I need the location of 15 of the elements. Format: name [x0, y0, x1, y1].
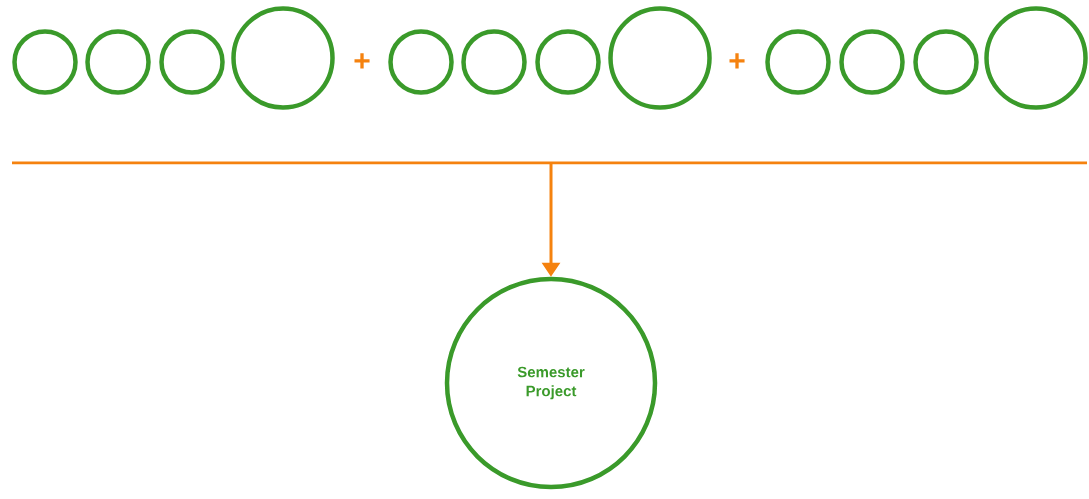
empty-circle [913, 29, 979, 95]
empty-circle [85, 29, 151, 95]
circle-node: Semester Project [444, 276, 658, 490]
empty-circle [608, 6, 712, 110]
empty-circle [12, 29, 78, 95]
empty-circle [388, 29, 454, 95]
empty-circle [839, 29, 905, 95]
empty-circle [984, 6, 1088, 110]
empty-circle [231, 6, 335, 110]
empty-circle [159, 29, 225, 95]
empty-circle [765, 29, 831, 95]
plus-sign: + [729, 53, 745, 69]
empty-circle [535, 29, 601, 95]
plus-sign: + [354, 53, 370, 69]
empty-circle [461, 29, 527, 95]
